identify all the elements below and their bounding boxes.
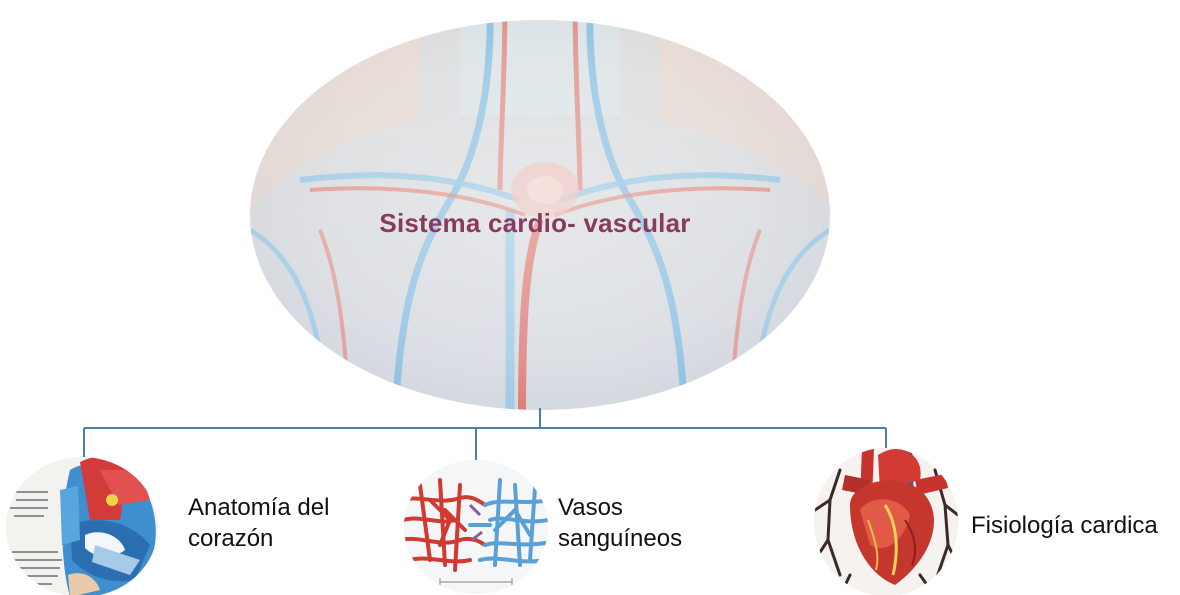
child-label-line: corazón xyxy=(188,525,274,552)
root-node-title: Sistema cardio- vascular xyxy=(379,208,691,238)
connector-lines xyxy=(83,408,887,461)
child-label-fisiologia: Fisiología cardica xyxy=(971,510,1158,541)
root-node-image xyxy=(250,20,830,410)
child-label-anatomia: Anatomía del corazón xyxy=(188,492,329,554)
fisiologia-image xyxy=(814,448,958,595)
child-label-line: Fisiología cardica xyxy=(971,512,1158,539)
anatomia-image xyxy=(6,457,158,595)
child-label-line: Vasos xyxy=(558,494,623,521)
child-label-line: sanguíneos xyxy=(558,525,683,552)
child-label-line: Anatomía del xyxy=(188,494,330,521)
child-label-vasos: Vasos sanguíneos xyxy=(558,492,682,554)
vasos-image xyxy=(404,460,548,594)
